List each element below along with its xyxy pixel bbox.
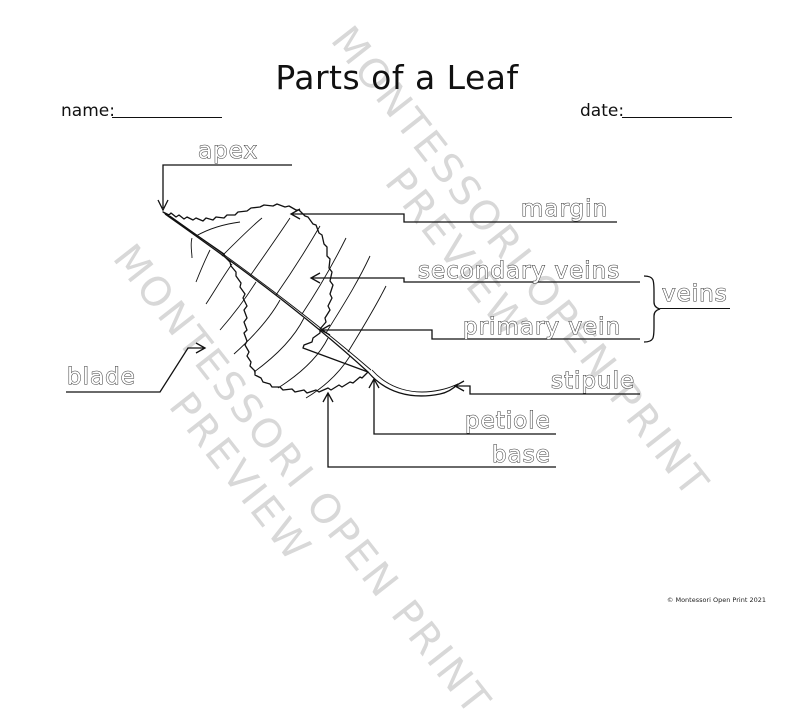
date-label: date: [580, 101, 625, 121]
label-margin: margin [520, 196, 609, 222]
label-apex: apex [197, 138, 259, 164]
stipule-pointer [456, 385, 640, 395]
margin-pointer [292, 213, 617, 223]
blade-pointer [66, 347, 204, 393]
name-field[interactable] [112, 99, 222, 118]
apex-pointer [162, 164, 292, 208]
date-field[interactable] [622, 99, 732, 118]
label-veins: veins [662, 281, 728, 307]
veins-underline [660, 308, 730, 309]
name-label: name: [61, 101, 115, 121]
base-pointer [327, 394, 556, 468]
label-primary-vein: primary vein [462, 314, 622, 340]
label-petiole: petiole [465, 408, 551, 434]
label-secondary-veins: secondary veins [417, 258, 621, 284]
secondary-veins-pointer [312, 277, 640, 283]
leaf-midrib [164, 213, 369, 373]
veins-bracket [643, 275, 661, 343]
label-stipule: stipule [550, 368, 636, 394]
primary-vein-pointer [322, 329, 640, 340]
leaf-blade-outline [162, 203, 369, 394]
label-blade: blade [67, 364, 136, 390]
page-title: Parts of a Leaf [275, 58, 519, 97]
petiole-pointer [373, 380, 556, 435]
copyright-text: © Montessori Open Print 2021 [666, 596, 766, 604]
label-base: base [492, 442, 551, 468]
leaf-petiole [367, 371, 459, 397]
leaf-diagram [66, 164, 661, 468]
